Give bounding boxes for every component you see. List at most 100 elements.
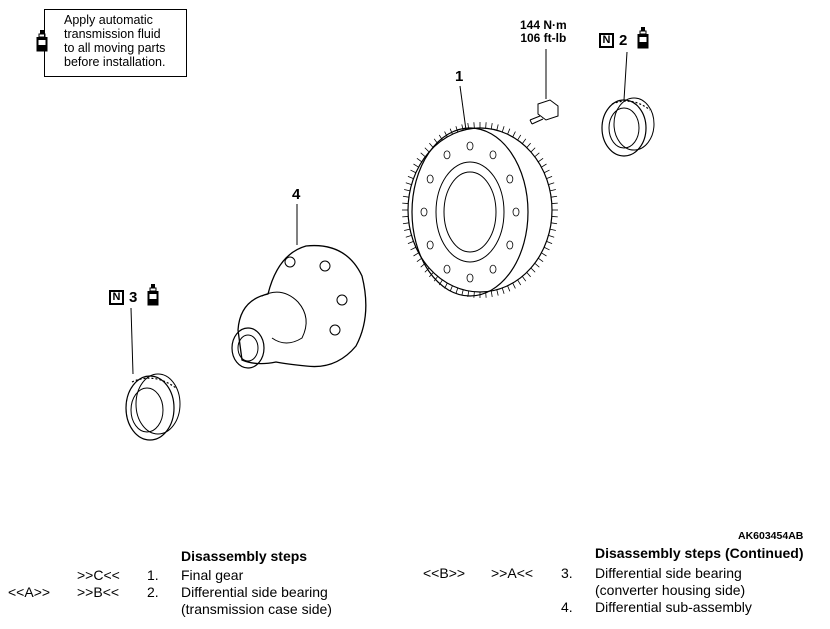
steps-right-title: Disassembly steps (Continued) xyxy=(595,545,804,561)
fluid-application-note: Apply automatic transmission fluid to al… xyxy=(36,9,187,77)
drawing-id: AK603454AB xyxy=(738,530,804,542)
gear-tooth xyxy=(543,246,550,251)
gear-tooth xyxy=(543,169,550,174)
gear-tooth xyxy=(526,272,531,278)
bolt-drawing xyxy=(529,99,559,125)
gear-tooth xyxy=(467,123,470,130)
gear-tooth xyxy=(507,285,511,292)
gear-tooth xyxy=(461,289,464,296)
gear-bolt-hole xyxy=(420,207,428,217)
gear-bolt-hole xyxy=(426,240,434,250)
new-part-badge-2: N xyxy=(599,33,614,48)
step-row: <<B>> >>A<< 3. Differential side bearing xyxy=(423,565,742,581)
gear-tooth xyxy=(521,276,527,282)
fluid-note-text: Apply automatic transmission fluid to al… xyxy=(64,13,166,69)
gear-tooth xyxy=(438,279,443,286)
gear-tooth xyxy=(530,147,536,153)
gear-tooth xyxy=(429,272,434,278)
gear-tooth xyxy=(410,246,417,251)
gear-tooth xyxy=(444,131,448,138)
gear-tooth xyxy=(429,142,434,148)
gear-tooth xyxy=(526,142,531,148)
gear-tooth xyxy=(546,241,553,245)
gear-tooth xyxy=(501,126,505,133)
steps-left-title: Disassembly steps xyxy=(181,548,308,564)
gear-tooth xyxy=(416,157,422,163)
step-row: 4. Differential sub-assembly xyxy=(561,599,752,615)
gear-tooth xyxy=(549,228,556,231)
step-row: <<A>> >>B<< 2. Differential side bearing xyxy=(8,584,328,600)
gear-tooth xyxy=(420,152,426,158)
gear-tooth xyxy=(404,189,411,192)
gear-tooth xyxy=(420,262,426,268)
gear-tooth xyxy=(449,285,453,292)
gear-bolt-hole xyxy=(506,240,514,250)
gear-tooth xyxy=(501,287,505,294)
step-row: >>C<< 1. Final gear xyxy=(77,567,244,583)
gear-tooth xyxy=(490,123,493,130)
bearing-converter-side-drawing xyxy=(601,97,655,157)
gear-tooth xyxy=(405,234,412,238)
gear-tooth xyxy=(521,138,527,144)
gear-tooth xyxy=(530,267,536,273)
gear-tooth xyxy=(507,128,511,135)
gear-tooth xyxy=(538,257,544,263)
gear-tooth xyxy=(424,147,430,153)
gear-tooth xyxy=(546,175,553,179)
gear-tooth xyxy=(455,126,459,133)
gear-tooth xyxy=(538,157,544,163)
torque-spec: 144 N·m 106 ft-lb xyxy=(520,18,567,45)
gear-tooth xyxy=(496,289,499,296)
step-row: (transmission case side) xyxy=(181,601,332,617)
gear-tooth xyxy=(407,241,414,245)
gear-tooth xyxy=(455,287,459,294)
gear-tooth xyxy=(410,169,417,174)
gear-tooth xyxy=(517,134,522,141)
gear-tooth xyxy=(512,131,516,138)
gear-tooth xyxy=(496,124,499,131)
gear-tooth xyxy=(413,252,419,257)
steps-left-table: >>C<< 1. Final gear <<A>> >>B<< 2. Diffe… xyxy=(8,567,332,618)
gear-tooth xyxy=(449,128,453,135)
gear-tooth xyxy=(433,138,439,144)
gear-tooth xyxy=(541,163,547,168)
gear-tooth xyxy=(402,222,409,225)
bearing-transmission-side-drawing xyxy=(125,373,181,441)
callout-1: 1 xyxy=(455,68,464,85)
callout-4: 4 xyxy=(292,186,301,203)
fluid-bottle-icon xyxy=(147,284,159,306)
gear-bolt-hole xyxy=(443,264,451,274)
gear-bolt-hole xyxy=(512,207,520,217)
gear-tooth xyxy=(438,134,443,141)
gear-tooth xyxy=(548,182,555,186)
gear-bolt-hole xyxy=(489,150,497,160)
gear-tooth xyxy=(517,279,522,286)
gear-tooth xyxy=(551,222,558,225)
gear-tooth xyxy=(467,290,470,297)
gear-tooth xyxy=(534,262,540,268)
fluid-bottle-icon xyxy=(637,27,649,49)
differential-case-drawing xyxy=(231,244,367,369)
final-gear-drawing xyxy=(402,122,558,298)
gear-tooth xyxy=(461,124,464,131)
gear-tooth xyxy=(490,290,493,297)
gear-tooth xyxy=(444,282,448,289)
callout-2: 2 xyxy=(619,32,628,49)
callout-3: 3 xyxy=(129,289,138,306)
steps-right-table: <<B>> >>A<< 3. Differential side bearing… xyxy=(423,565,752,616)
gear-tooth xyxy=(534,152,540,158)
gear-bolt-hole xyxy=(466,141,474,151)
gear-tooth xyxy=(551,195,558,198)
new-part-badge-3: N xyxy=(109,290,124,305)
gear-tooth xyxy=(424,267,430,273)
gear-tooth xyxy=(413,163,419,168)
gear-bolt-hole xyxy=(466,273,474,283)
step-row: (converter housing side) xyxy=(595,582,746,598)
gear-tooth xyxy=(402,195,409,198)
gear-bolt-hole xyxy=(443,150,451,160)
gear-tooth xyxy=(549,189,556,192)
gear-tooth xyxy=(433,276,439,282)
gear-tooth xyxy=(416,257,422,263)
gear-bolt-hole xyxy=(506,174,514,184)
